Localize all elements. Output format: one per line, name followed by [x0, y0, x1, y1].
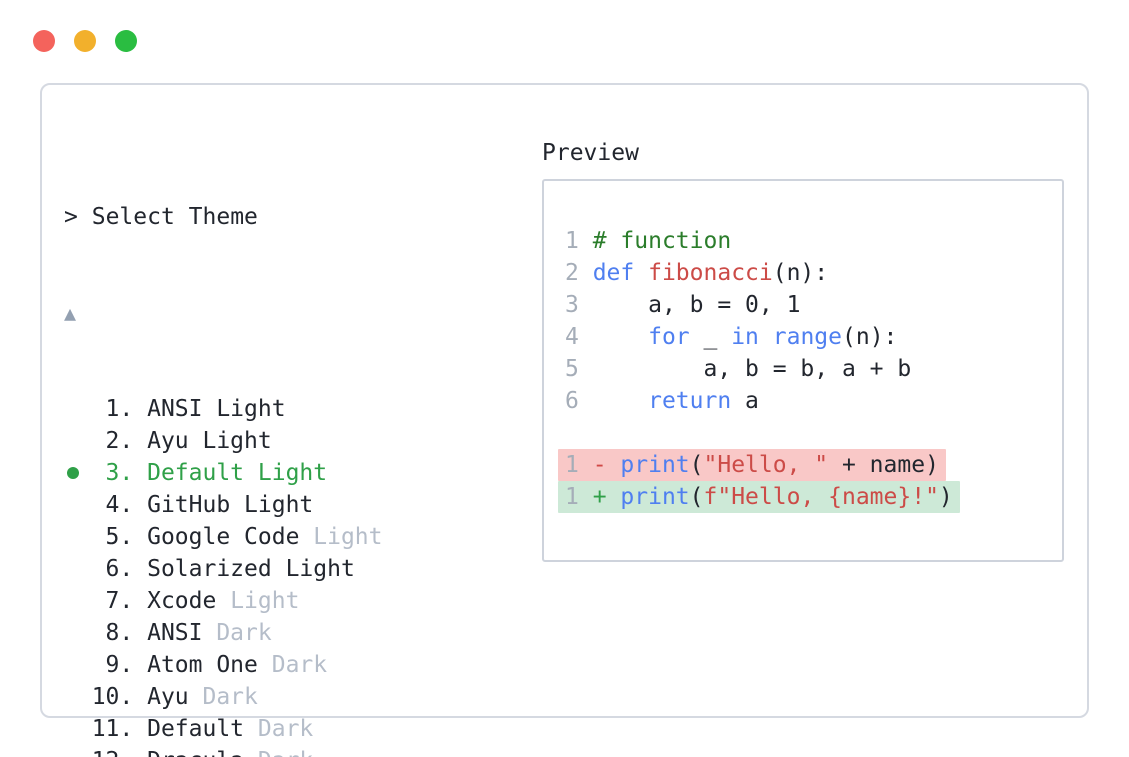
- theme-item-number: 8.: [64, 620, 148, 646]
- theme-item-ansi-dark[interactable]: 8. ANSI Dark: [64, 617, 881, 649]
- theme-item-variant: Dark: [188, 684, 258, 710]
- code-line: 1 # function: [565, 228, 732, 254]
- theme-picker: > Select Theme ▲ 1. ANSI Light 2. Ayu Li…: [64, 137, 881, 757]
- theme-item-variant: Light: [216, 588, 300, 614]
- scroll-up-icon[interactable]: ▲: [64, 301, 77, 325]
- diff-added-line: 1 + print(f"Hello, {name}!"): [558, 481, 1062, 513]
- diff-removed-line: 1 - print("Hello, " + name): [558, 449, 1062, 481]
- theme-item-variant: Dark: [244, 716, 314, 742]
- theme-item-label: Xcode: [147, 588, 217, 614]
- theme-item-label: Default: [147, 716, 245, 742]
- code-preview: 1 # function 2 def fibonacci(n): 3 a, b = …: [544, 181, 1062, 513]
- theme-item-label: Ayu Light: [147, 428, 272, 454]
- theme-item-number: 3.: [64, 460, 148, 486]
- theme-item-ayu-dark[interactable]: 10. Ayu Dark: [64, 681, 881, 713]
- code-line: 6 return a: [565, 388, 759, 414]
- line-number: 1: [565, 484, 593, 510]
- preview-box: 1 # function 2 def fibonacci(n): 3 a, b = …: [542, 179, 1064, 562]
- picker-title: > Select Theme: [64, 201, 881, 233]
- line-number: 1: [565, 228, 593, 254]
- theme-item-label: ANSI: [147, 620, 203, 646]
- window-controls: [33, 30, 137, 52]
- theme-picker-panel: > Select Theme ▲ 1. ANSI Light 2. Ayu Li…: [40, 83, 1089, 757]
- prompt-symbol: >: [64, 204, 78, 230]
- code-line: 5 a, b = b, a + b: [565, 356, 912, 382]
- line-number: 3: [565, 292, 593, 318]
- theme-item-label: Atom One: [147, 652, 258, 678]
- line-number: 2: [565, 260, 593, 286]
- code-line: 3 a, b = 0, 1: [565, 292, 801, 318]
- theme-item-number: 10.: [64, 684, 148, 710]
- theme-item-github-light[interactable]: 4. GitHub Light: [64, 489, 881, 521]
- minimize-button[interactable]: [74, 30, 96, 52]
- line-number: 5: [565, 356, 593, 382]
- theme-item-variant: Dark: [257, 652, 328, 678]
- theme-list: 1. ANSI Light 2. Ayu Light 3. Default Li…: [64, 393, 881, 757]
- code-line: 2 def fibonacci(n):: [565, 260, 829, 286]
- theme-item-label: GitHub Light: [147, 492, 314, 518]
- line-number: [565, 420, 593, 446]
- line-number: 1: [565, 452, 593, 478]
- theme-item-solarized-light[interactable]: 6. Solarized Light: [64, 553, 881, 585]
- theme-item-label: Solarized Light: [147, 556, 355, 582]
- theme-item-variant: Light: [299, 524, 383, 550]
- theme-item-variant: Dark: [244, 748, 313, 757]
- maximize-button[interactable]: [115, 30, 137, 52]
- theme-item-label: ANSI Light: [147, 396, 286, 422]
- picker-title-label: Select Theme: [91, 204, 258, 230]
- theme-item-number: 2.: [64, 428, 148, 454]
- close-button[interactable]: [33, 30, 55, 52]
- theme-item-number: 5.: [64, 524, 148, 550]
- theme-item-number: 9.: [64, 652, 148, 678]
- code-line: 4 for _ in range(n):: [565, 324, 898, 350]
- theme-item-ansi-light[interactable]: 1. ANSI Light: [64, 393, 881, 425]
- preview-title: Preview: [542, 140, 639, 166]
- line-number: 4: [565, 324, 593, 350]
- theme-item-label: Ayu: [147, 684, 189, 710]
- theme-item-xcode-light[interactable]: 7. Xcode Light: [64, 585, 881, 617]
- theme-item-label: Default Light: [147, 460, 328, 486]
- theme-item-number: 1.: [64, 396, 148, 422]
- code-line: [558, 417, 1062, 449]
- selected-indicator-icon: [67, 467, 79, 479]
- theme-item-variant: Dark: [202, 620, 272, 646]
- theme-item-google-code-light[interactable]: 5. Google Code Light: [64, 521, 881, 553]
- theme-item-ayu-light[interactable]: 2. Ayu Light: [64, 425, 881, 457]
- theme-item-number: 6.: [64, 556, 148, 582]
- theme-item-default-dark[interactable]: 11. Default Dark: [64, 713, 881, 745]
- theme-item-number: 4.: [64, 492, 148, 518]
- theme-item-number: 7.: [64, 588, 148, 614]
- theme-item-label: Google Code: [147, 524, 300, 550]
- theme-item-atom-one-dark[interactable]: 9. Atom One Dark: [64, 649, 881, 681]
- theme-item-label: Dracula: [147, 748, 244, 757]
- theme-item-number: 12.: [64, 748, 147, 757]
- theme-item-dracula-dark[interactable]: 12. Dracula Dark: [64, 745, 881, 757]
- theme-item-default-light[interactable]: 3. Default Light: [64, 457, 881, 489]
- line-number: 6: [565, 388, 593, 414]
- preview-pane: Preview 1 # function 2 def fibonacci(n): 3…: [542, 137, 1064, 562]
- theme-item-number: 11.: [64, 716, 148, 742]
